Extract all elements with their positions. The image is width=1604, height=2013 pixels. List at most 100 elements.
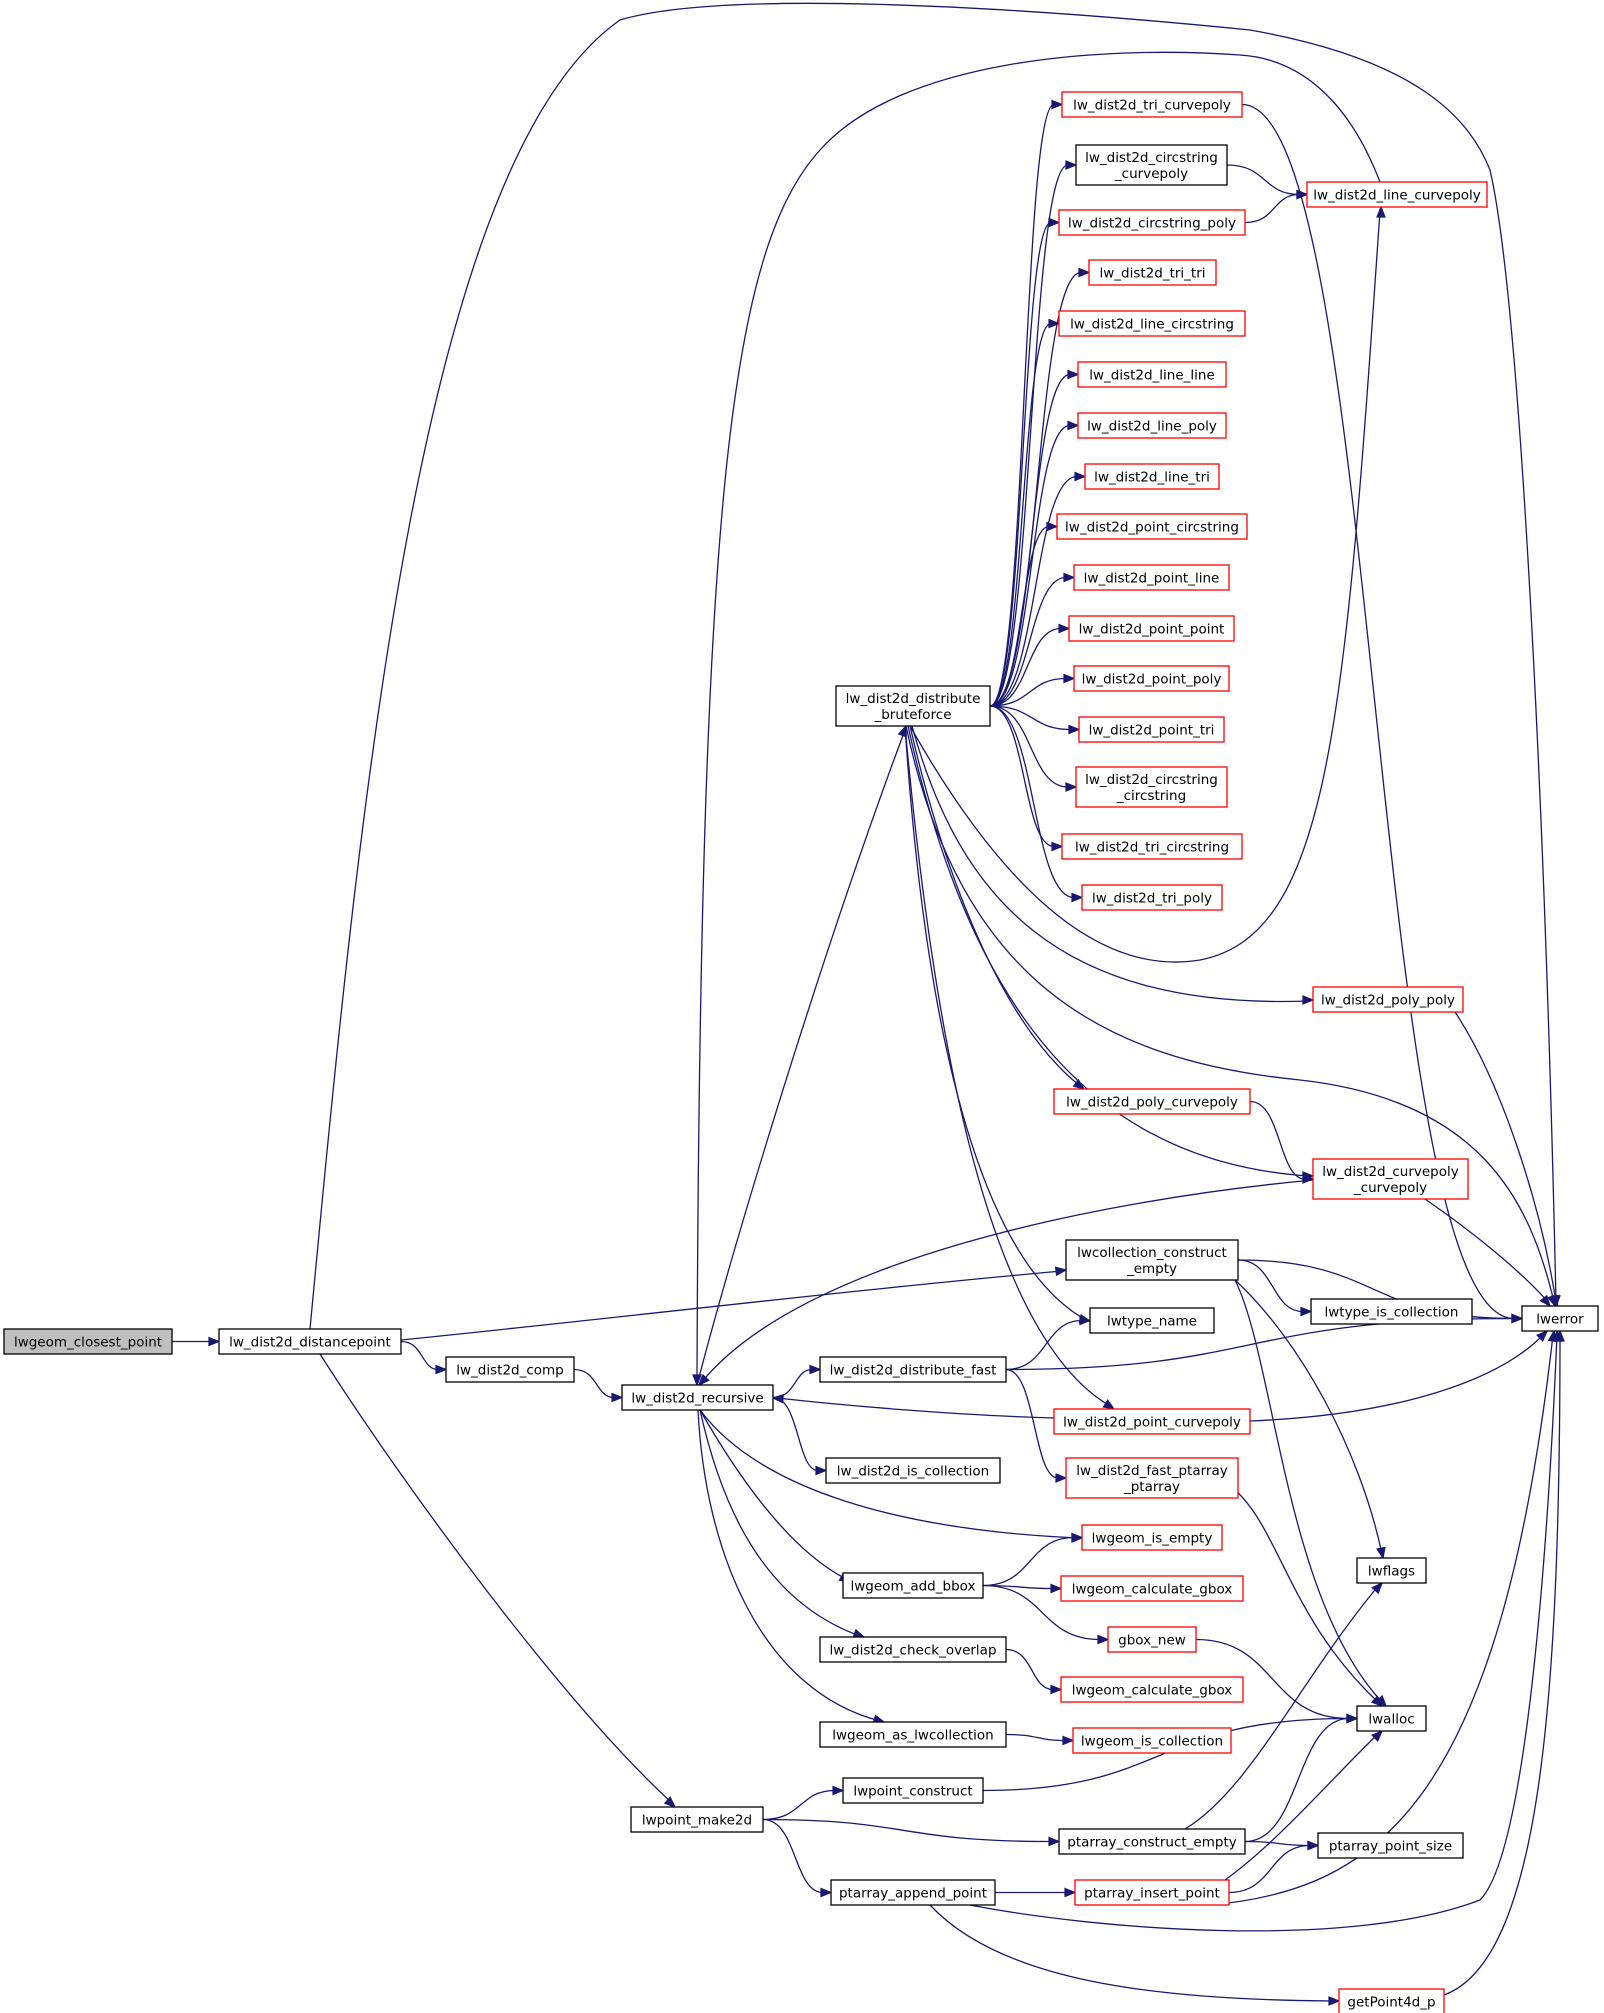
- node-box[interactable]: [445, 1356, 575, 1383]
- node-box[interactable]: [1072, 1727, 1232, 1754]
- node-box[interactable]: [1088, 259, 1217, 286]
- node-lw-dist2d-line-circstring[interactable]: lw_dist2d_line_circstring: [1058, 310, 1246, 337]
- node-box[interactable]: [1107, 1626, 1197, 1653]
- node-box[interactable]: [1081, 1524, 1223, 1551]
- node-box[interactable]: [3, 1328, 173, 1355]
- node-lw-dist2d-line-tri[interactable]: lw_dist2d_line_tri: [1084, 463, 1220, 490]
- node-box[interactable]: [1312, 1158, 1469, 1200]
- node-box[interactable]: [830, 1879, 996, 1906]
- node-lw-dist2d-circstring-circstring[interactable]: lw_dist2d_circstring_circstring: [1075, 766, 1228, 808]
- node-lw-dist2d-point-curvepoly[interactable]: lw_dist2d_point_curvepoly: [1053, 1408, 1251, 1435]
- node-lw-dist2d-tri-curvepoly[interactable]: lw_dist2d_tri_curvepoly: [1061, 91, 1243, 118]
- node-box[interactable]: [819, 1721, 1007, 1748]
- node-box[interactable]: [1053, 1408, 1251, 1435]
- node-box[interactable]: [1356, 1557, 1427, 1584]
- node-lw-dist2d-point-point[interactable]: lw_dist2d_point_point: [1068, 615, 1235, 642]
- node-box[interactable]: [1061, 833, 1243, 860]
- node-lwflags[interactable]: lwflags: [1356, 1557, 1427, 1584]
- node-box[interactable]: [218, 1328, 402, 1355]
- node-lw-dist2d-circstring-curvepoly[interactable]: lw_dist2d_circstring_curvepoly: [1075, 144, 1228, 186]
- node-box[interactable]: [1075, 144, 1228, 186]
- node-box[interactable]: [1075, 766, 1228, 808]
- node-box[interactable]: [1306, 181, 1488, 208]
- node-box[interactable]: [1058, 1828, 1246, 1855]
- node-ptarray-append-point[interactable]: ptarray_append_point: [830, 1879, 996, 1906]
- node-lwgeom-is-empty[interactable]: lwgeom_is_empty: [1081, 1524, 1223, 1551]
- node-lw-dist2d-point-tri[interactable]: lw_dist2d_point_tri: [1078, 716, 1225, 743]
- node-ptarray-construct-empty[interactable]: ptarray_construct_empty: [1058, 1828, 1246, 1855]
- node-lw-dist2d-curvepoly-curvepoly[interactable]: lw_dist2d_curvepoly_curvepoly: [1312, 1158, 1469, 1200]
- node-box[interactable]: [1068, 615, 1235, 642]
- node-box[interactable]: [842, 1777, 984, 1804]
- node-lw-dist2d-is-collection[interactable]: lw_dist2d_is_collection: [825, 1457, 1001, 1484]
- node-box[interactable]: [842, 1572, 984, 1599]
- node-box[interactable]: [1053, 1088, 1251, 1115]
- node-lwtype-is-collection[interactable]: lwtype_is_collection: [1310, 1298, 1473, 1325]
- node-ptarray-point-size[interactable]: ptarray_point_size: [1317, 1832, 1464, 1859]
- node-box[interactable]: [1312, 986, 1464, 1013]
- node-box[interactable]: [630, 1806, 764, 1833]
- node-box[interactable]: [1073, 564, 1230, 591]
- node-lw-dist2d-line-curvepoly[interactable]: lw_dist2d_line_curvepoly: [1306, 181, 1488, 208]
- node-box[interactable]: [1356, 1705, 1427, 1732]
- node-box[interactable]: [1077, 361, 1227, 388]
- node-lw-dist2d-distribute-fast[interactable]: lw_dist2d_distribute_fast: [819, 1356, 1007, 1383]
- node-lw-dist2d-circstring-poly[interactable]: lw_dist2d_circstring_poly: [1058, 209, 1246, 236]
- node-lwgeom-add-bbox[interactable]: lwgeom_add_bbox: [842, 1572, 984, 1599]
- node-box[interactable]: [1317, 1832, 1464, 1859]
- node-box[interactable]: [1060, 1676, 1244, 1703]
- node-getPoint4d-p[interactable]: getPoint4d_p: [1338, 1988, 1445, 2013]
- node-box[interactable]: [1089, 1307, 1215, 1334]
- node-box[interactable]: [1056, 513, 1248, 540]
- node-box[interactable]: [1065, 1457, 1239, 1499]
- node-lw-dist2d-distribute-bruteforce[interactable]: lw_dist2d_distribute_bruteforce: [835, 685, 991, 727]
- node-lw-dist2d-tri-tri[interactable]: lw_dist2d_tri_tri: [1088, 259, 1217, 286]
- node-box[interactable]: [1310, 1298, 1473, 1325]
- node-lw-dist2d-tri-poly[interactable]: lw_dist2d_tri_poly: [1081, 884, 1223, 911]
- node-box[interactable]: [835, 685, 991, 727]
- node-box[interactable]: [1077, 412, 1227, 439]
- node-lwpoint-construct[interactable]: lwpoint_construct: [842, 1777, 984, 1804]
- node-lwgeom-calculate-gbox-2[interactable]: lwgeom_calculate_gbox: [1060, 1676, 1244, 1703]
- node-lwalloc[interactable]: lwalloc: [1356, 1705, 1427, 1732]
- node-lwgeom-calculate-gbox-1[interactable]: lwgeom_calculate_gbox: [1060, 1575, 1244, 1602]
- node-lw-dist2d-comp[interactable]: lw_dist2d_comp: [445, 1356, 575, 1383]
- node-box[interactable]: [1061, 91, 1243, 118]
- node-box[interactable]: [819, 1356, 1007, 1383]
- node-lw-dist2d-point-line[interactable]: lw_dist2d_point_line: [1073, 564, 1230, 591]
- node-lw-dist2d-poly-poly[interactable]: lw_dist2d_poly_poly: [1312, 986, 1464, 1013]
- node-lwgeom-is-collection[interactable]: lwgeom_is_collection: [1072, 1727, 1232, 1754]
- node-lw-dist2d-poly-curvepoly[interactable]: lw_dist2d_poly_curvepoly: [1053, 1088, 1251, 1115]
- node-box[interactable]: [1074, 1879, 1230, 1906]
- node-box[interactable]: [1338, 1988, 1445, 2013]
- node-lw-dist2d-recursive[interactable]: lw_dist2d_recursive: [621, 1384, 774, 1411]
- node-box[interactable]: [1058, 209, 1246, 236]
- node-box[interactable]: [1078, 716, 1225, 743]
- node-lwcollection-construct-empty[interactable]: lwcollection_construct_empty: [1065, 1239, 1239, 1281]
- node-lw-dist2d-line-line[interactable]: lw_dist2d_line_line: [1077, 361, 1227, 388]
- node-lw-dist2d-tri-circstring[interactable]: lw_dist2d_tri_circstring: [1061, 833, 1243, 860]
- node-box[interactable]: [1060, 1575, 1244, 1602]
- node-lwpoint-make2d[interactable]: lwpoint_make2d: [630, 1806, 764, 1833]
- node-box[interactable]: [825, 1457, 1001, 1484]
- node-lw-dist2d-point-poly[interactable]: lw_dist2d_point_poly: [1073, 665, 1230, 692]
- node-lw-dist2d-fast-ptarray-ptarray[interactable]: lw_dist2d_fast_ptarray_ptarray: [1065, 1457, 1239, 1499]
- node-lw-dist2d-line-poly[interactable]: lw_dist2d_line_poly: [1077, 412, 1227, 439]
- node-box[interactable]: [1065, 1239, 1239, 1281]
- node-box[interactable]: [621, 1384, 774, 1411]
- node-ptarray-insert-point[interactable]: ptarray_insert_point: [1074, 1879, 1230, 1906]
- node-lwtype-name[interactable]: lwtype_name: [1089, 1307, 1215, 1334]
- node-lwgeom-closest-point[interactable]: lwgeom_closest_point: [3, 1328, 173, 1355]
- node-lw-dist2d-point-circstring[interactable]: lw_dist2d_point_circstring: [1056, 513, 1248, 540]
- node-box[interactable]: [819, 1636, 1007, 1663]
- node-box[interactable]: [1084, 463, 1220, 490]
- node-box[interactable]: [1521, 1305, 1599, 1332]
- node-lwgeom-as-lwcollection[interactable]: lwgeom_as_lwcollection: [819, 1721, 1007, 1748]
- node-box[interactable]: [1058, 310, 1246, 337]
- node-box[interactable]: [1081, 884, 1223, 911]
- node-box[interactable]: [1073, 665, 1230, 692]
- node-gbox-new[interactable]: gbox_new: [1107, 1626, 1197, 1653]
- node-lwerror[interactable]: lwerror: [1521, 1305, 1599, 1332]
- node-lw-dist2d-distancepoint[interactable]: lw_dist2d_distancepoint: [218, 1328, 402, 1355]
- node-lw-dist2d-check-overlap[interactable]: lw_dist2d_check_overlap: [819, 1636, 1007, 1663]
